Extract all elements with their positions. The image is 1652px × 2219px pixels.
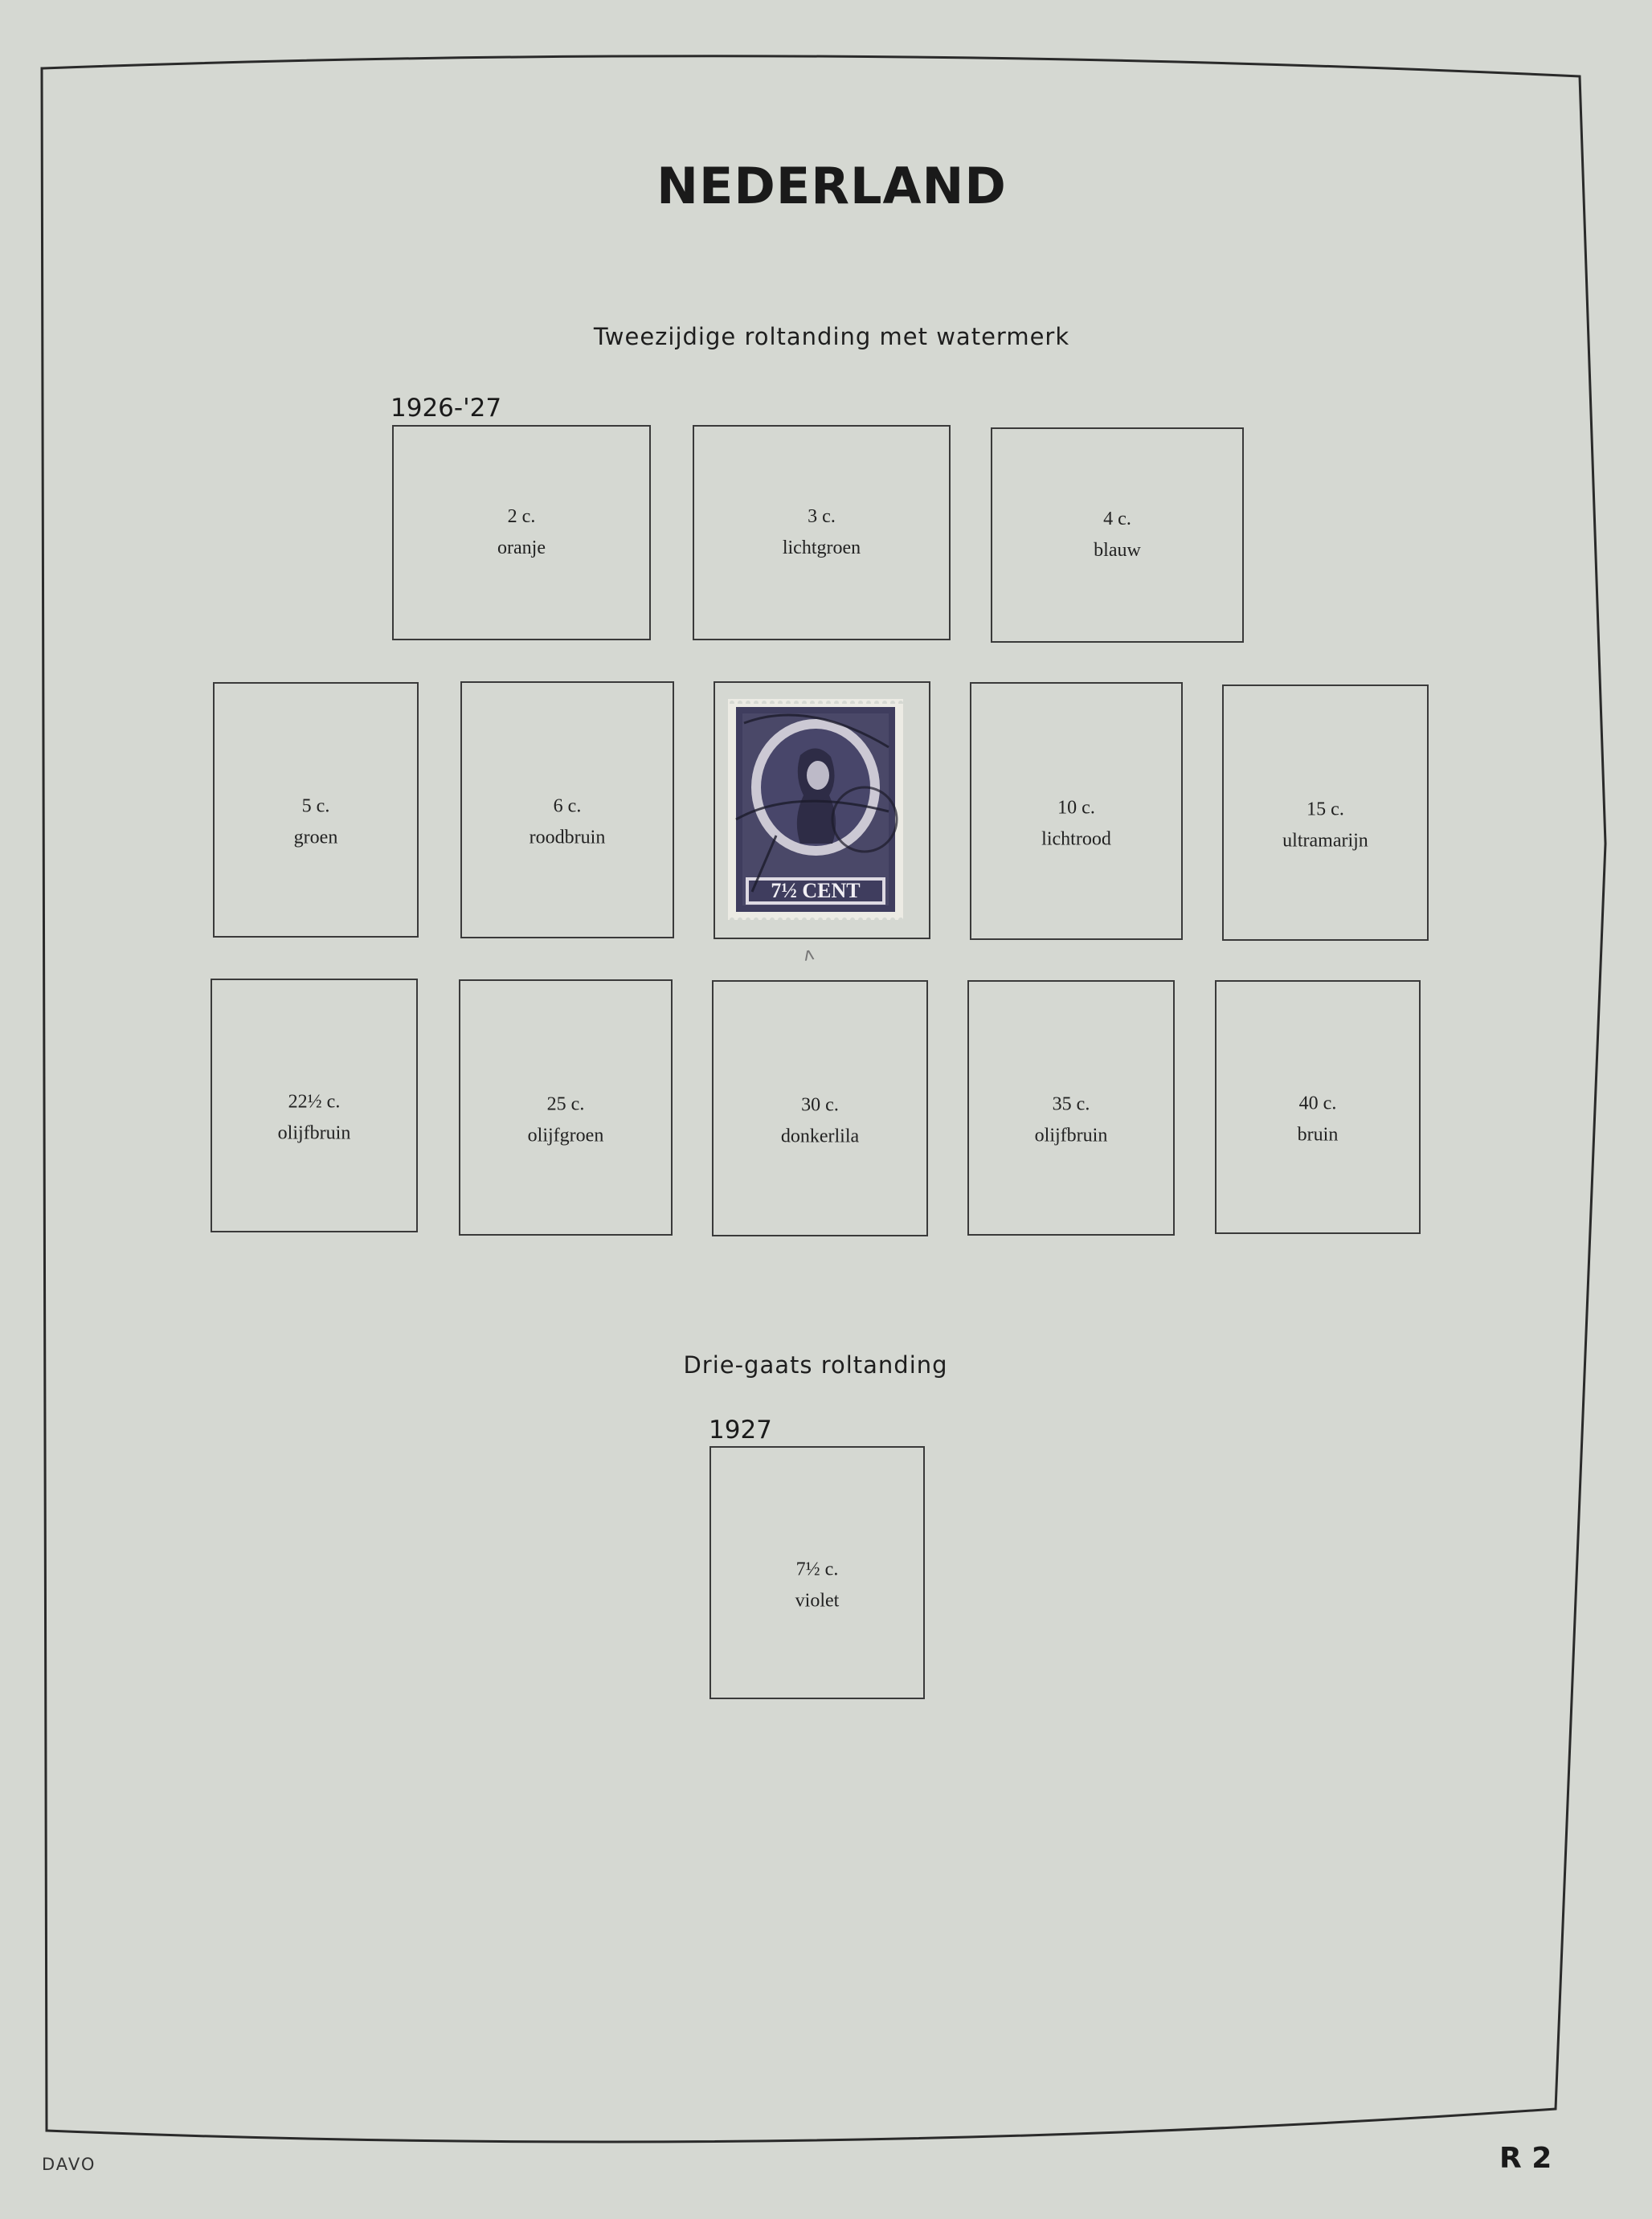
section2-year: 1927	[709, 1416, 772, 1445]
stamp-slot: 30 c. donkerlila	[712, 980, 928, 1236]
slot-color: bruin	[1297, 1124, 1339, 1146]
section1-year: 1926-'27	[391, 394, 502, 423]
stamp-slot: 22½ c. olijfbruin	[211, 979, 418, 1232]
slot-value: 6 c.	[553, 795, 582, 817]
stamp-slot: 4 c. blauw	[991, 427, 1244, 643]
stamp-slot: 6 c. roodbruin	[460, 681, 674, 938]
page-number: R 2	[1499, 2142, 1552, 2175]
stamp-slot: 2 c. oranje	[392, 425, 651, 640]
stamp-slot: 15 c. ultramarijn	[1222, 684, 1429, 941]
slot-value: 25 c.	[546, 1093, 585, 1115]
section1-subtitle: Tweezijdige roltanding met watermerk	[593, 323, 1070, 350]
slot-color: olijfbruin	[277, 1122, 351, 1144]
publisher-mark: DAVO	[42, 2155, 96, 2174]
stamp-slot: 3 c. lichtgroen	[693, 425, 951, 640]
slot-value: 2 c.	[507, 506, 536, 527]
stamp-slot-filled	[714, 681, 930, 939]
slot-color: olijfbruin	[1034, 1125, 1108, 1146]
page-title: NEDERLAND	[656, 157, 1007, 215]
slot-color: roodbruin	[529, 827, 606, 848]
stamp-slot: 35 c. olijfbruin	[967, 980, 1175, 1236]
stamp-slot: 7½ c. violet	[709, 1446, 925, 1699]
stamp-slot: 5 c. groen	[213, 682, 419, 938]
slot-color: groen	[293, 827, 338, 848]
slot-value: 7½ c.	[795, 1559, 839, 1580]
section2-subtitle: Drie-gaats roltanding	[683, 1351, 948, 1379]
slot-color: ultramarijn	[1282, 830, 1368, 852]
slot-value: 35 c.	[1052, 1093, 1090, 1115]
slot-value: 5 c.	[301, 795, 330, 817]
slot-color: lichtgroen	[782, 537, 861, 558]
stamp-slot: 10 c. lichtrood	[970, 682, 1183, 940]
pencil-mark: ᴧ	[801, 944, 816, 966]
slot-color: violet	[795, 1590, 840, 1612]
slot-color: donkerlila	[780, 1126, 860, 1147]
stamp-image: 7½ CENT	[728, 699, 903, 920]
slot-value: 30 c.	[801, 1094, 839, 1116]
slot-value: 3 c.	[808, 506, 836, 527]
stamp-slot: 25 c. olijfgroen	[459, 979, 673, 1236]
slot-color: blauw	[1094, 540, 1141, 561]
slot-value: 22½ c.	[288, 1091, 341, 1113]
slot-color: oranje	[497, 537, 546, 558]
slot-color: olijfgroen	[527, 1125, 604, 1146]
stamp-denomination: 7½ CENT	[771, 879, 860, 902]
slot-value: 40 c.	[1298, 1093, 1337, 1114]
stamp-slot: 40 c. bruin	[1215, 980, 1421, 1234]
slot-value: 15 c.	[1306, 799, 1344, 820]
slot-value: 10 c.	[1057, 797, 1095, 819]
slot-value: 4 c.	[1103, 509, 1131, 529]
slot-color: lichtrood	[1041, 828, 1111, 850]
